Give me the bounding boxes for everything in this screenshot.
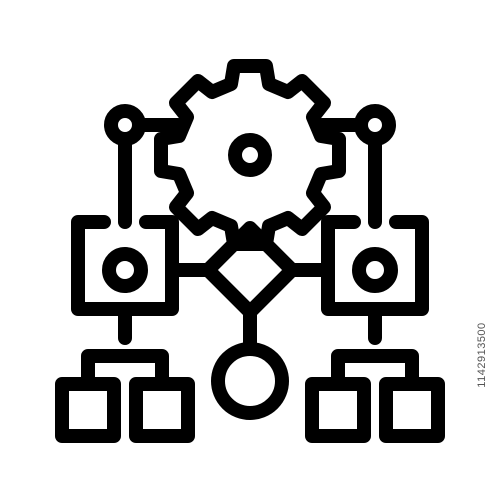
bottom-box-2	[129, 377, 195, 443]
bottom-box-4	[379, 377, 445, 443]
bottom-box-1	[55, 377, 121, 443]
side-id-text: 1142913500	[476, 322, 488, 388]
left-process-box	[71, 215, 179, 316]
bottom-box-3	[305, 377, 371, 443]
left-branch-connector	[81, 302, 169, 391]
end-circle	[211, 342, 289, 420]
gear-center-circle	[228, 133, 272, 177]
gear-icon	[154, 59, 346, 251]
right-branch-connector	[331, 302, 419, 391]
right-process-inner-circle	[352, 247, 398, 293]
left-process-inner-circle	[102, 247, 148, 293]
right-process-box	[321, 215, 429, 316]
